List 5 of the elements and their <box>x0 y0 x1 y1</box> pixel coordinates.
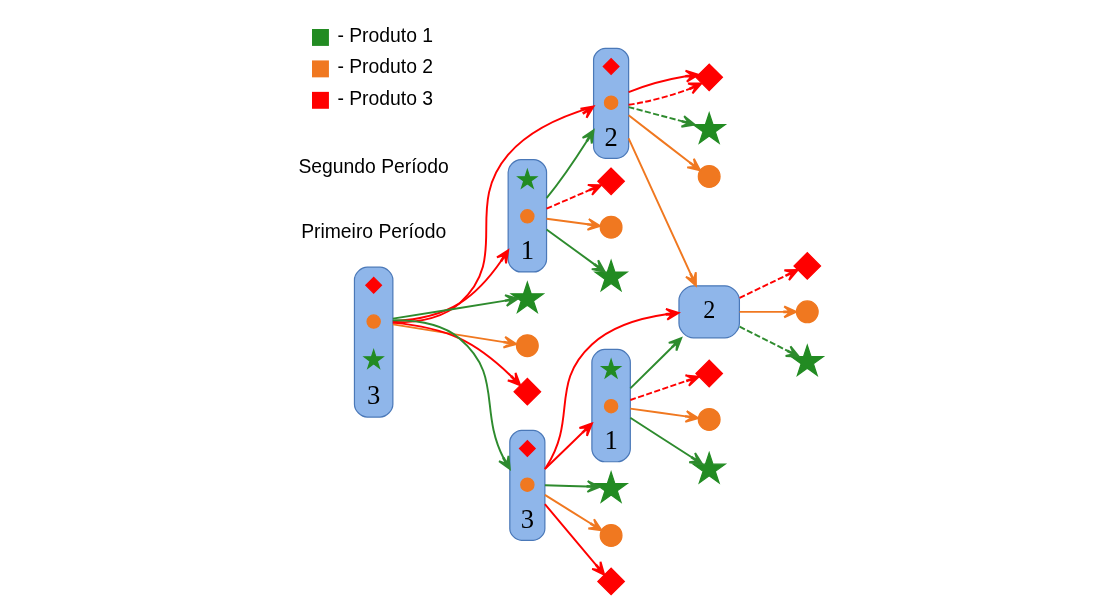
label: Segundo Período <box>298 154 449 177</box>
label: Primeiro Período <box>301 219 447 242</box>
legend-label: - Produto 3 <box>337 86 434 109</box>
legend-label: - Produto 2 <box>337 55 434 78</box>
legend-label: - Produto 1 <box>337 24 434 47</box>
